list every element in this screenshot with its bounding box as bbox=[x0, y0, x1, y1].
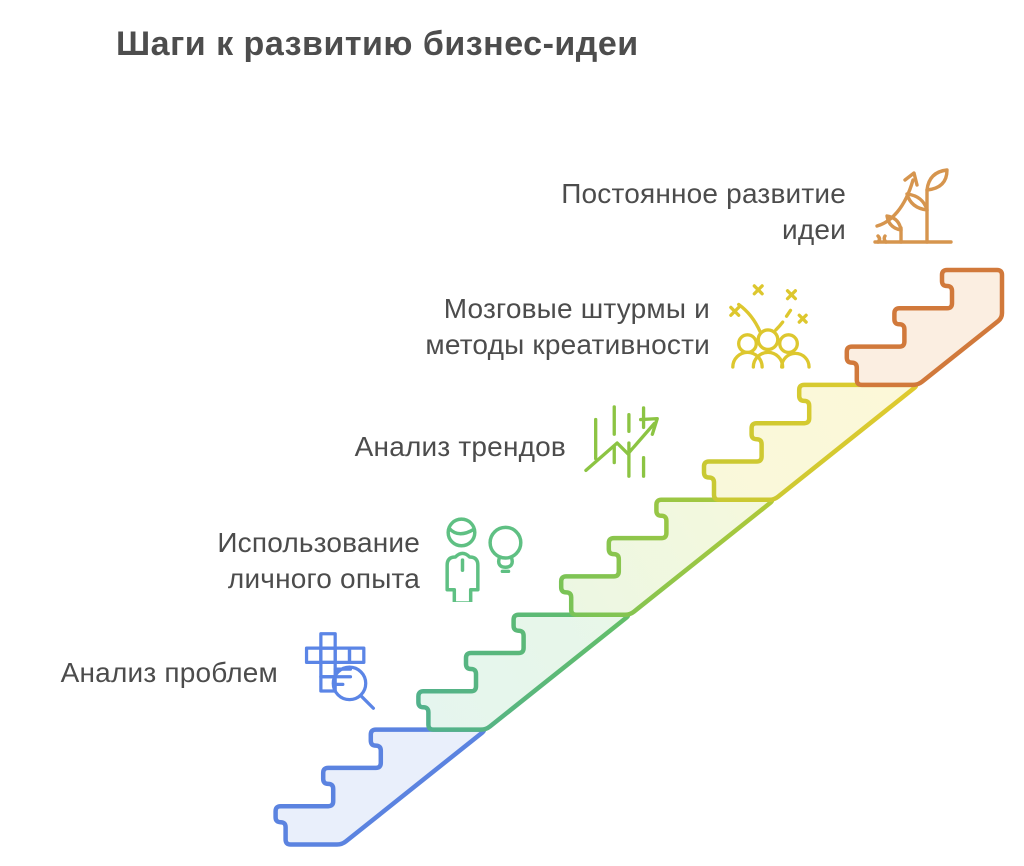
step-label-problem-analysis: Анализ проблем bbox=[60, 657, 278, 688]
step-label-brainstorming: Мозговые штурмы и методы креативности bbox=[425, 293, 710, 360]
page-title: Шаги к развитию бизнес-идеи bbox=[116, 25, 639, 63]
brainstorm-people-sparks-icon bbox=[725, 283, 811, 369]
stair-segment-0 bbox=[273, 727, 487, 847]
person-lightbulb-icon bbox=[440, 512, 530, 602]
step-label-personal-experience: Использование личного опыта bbox=[217, 527, 420, 594]
stair-segment-1 bbox=[416, 612, 631, 732]
stair-segment-2 bbox=[558, 497, 775, 617]
problem-analysis-grid-magnifier-icon bbox=[297, 629, 381, 713]
trend-chart-arrow-icon bbox=[582, 402, 668, 488]
step-label-idea-development: Постоянное развитие идеи bbox=[561, 178, 846, 245]
step-label-trend-analysis: Анализ трендов bbox=[354, 431, 566, 462]
stair-segment-4 bbox=[844, 267, 1005, 388]
growing-plant-arrow-icon bbox=[871, 166, 959, 254]
stair-segment-3 bbox=[701, 382, 919, 503]
